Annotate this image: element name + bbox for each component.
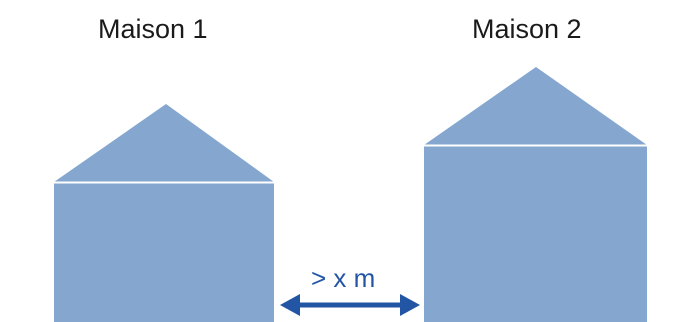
distance-arrow-right-head xyxy=(400,294,420,316)
house-2-label: Maison 2 xyxy=(472,14,582,44)
distance-arrow xyxy=(280,294,420,316)
house-2-roof xyxy=(424,67,647,145)
distance-label: > x m xyxy=(311,263,376,293)
house-2-wall xyxy=(424,146,647,322)
house-1-wall xyxy=(54,183,274,322)
house-1-roof xyxy=(54,104,274,182)
house-1-label: Maison 1 xyxy=(98,14,208,44)
distance-arrow-left-head xyxy=(280,294,300,316)
house-1 xyxy=(54,104,274,322)
house-2 xyxy=(424,67,647,322)
